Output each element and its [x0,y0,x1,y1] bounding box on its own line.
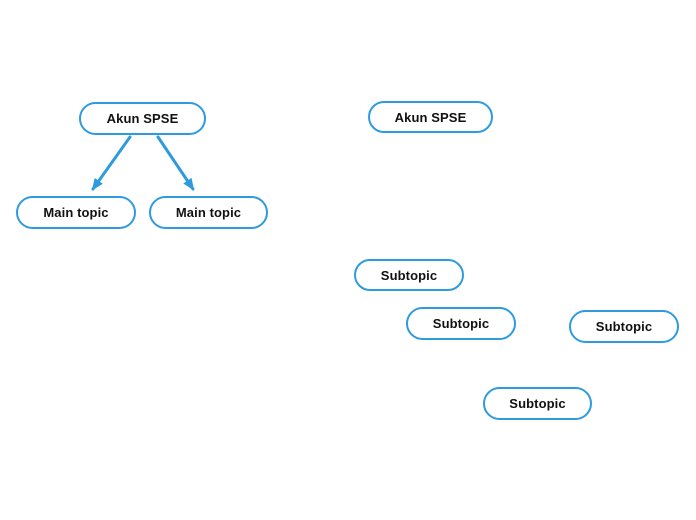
connector-root-to-main-left [91,135,132,191]
node-akun-spse-floating[interactable]: Akun SPSE [368,101,493,133]
node-akun-spse-root[interactable]: Akun SPSE [79,102,206,135]
node-subtopic-2[interactable]: Subtopic [406,307,516,340]
node-subtopic-1[interactable]: Subtopic [354,259,464,291]
node-main-topic-right[interactable]: Main topic [149,196,268,229]
connector-root-to-main-right [156,135,195,191]
node-main-topic-left[interactable]: Main topic [16,196,136,229]
node-subtopic-4[interactable]: Subtopic [483,387,592,420]
node-subtopic-3[interactable]: Subtopic [569,310,679,343]
